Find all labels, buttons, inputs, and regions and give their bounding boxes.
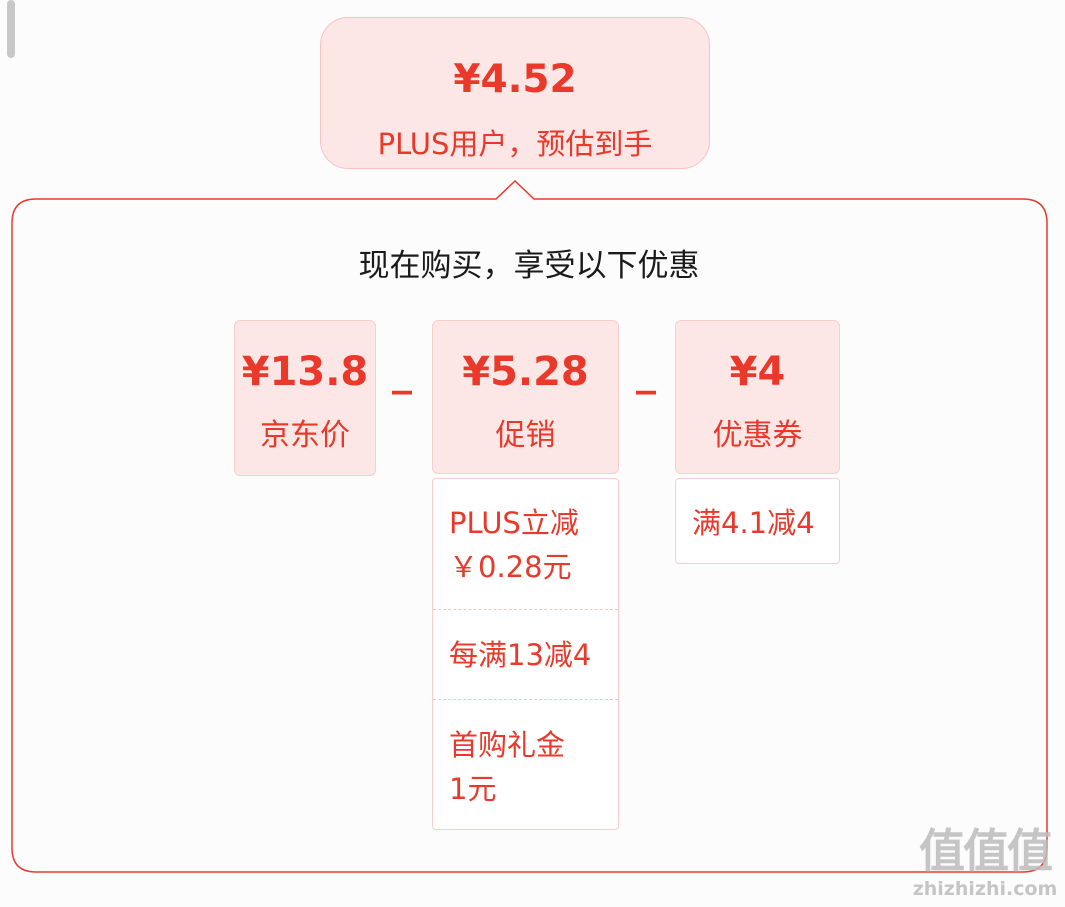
coupon-amount: ¥4 [729, 349, 786, 395]
coupon-label: 优惠券 [712, 418, 803, 453]
promotion-detail-threshold: 每满13减4 [433, 633, 618, 677]
promotion-detail-first-purchase-line2: 1元 [449, 772, 497, 806]
estimated-price-bubble: ¥4.52 PLUS用户，预估到手 [320, 17, 710, 169]
scrollbar[interactable] [7, 0, 15, 58]
promotion-detail-plus: PLUS立减 ￥0.28元 [433, 501, 618, 589]
estimated-price-caption: PLUS用户，预估到手 [377, 127, 653, 161]
estimated-price: ¥4.52 [453, 57, 577, 102]
promotion-detail-first-purchase-line1: 首购礼金 [449, 728, 566, 762]
promotion-label: 促销 [495, 418, 556, 453]
detail-divider [433, 699, 618, 700]
minus-sign-2: _ [636, 349, 656, 395]
price-card-jd-price: ¥13.8 京东价 [234, 320, 376, 476]
detail-divider [433, 609, 618, 610]
minus-sign-1: _ [392, 349, 412, 395]
site-watermark: 值值值 zhizhizhi.com [912, 826, 1058, 902]
jd-price-amount: ¥13.8 [241, 349, 369, 395]
discount-panel-title: 现在购买，享受以下优惠 [358, 248, 700, 284]
price-card-promotion: ¥5.28 促销 [432, 320, 619, 474]
promotion-detail-threshold-line1: 每满13减4 [449, 638, 592, 672]
coupon-detail-line1: 满4.1减4 [692, 506, 815, 540]
coupon-detail-item: 满4.1减4 [676, 501, 839, 545]
coupon-detail-list: 满4.1减4 [675, 478, 840, 564]
price-card-coupon: ¥4 优惠券 [675, 320, 840, 474]
promotion-detail-list: PLUS立减 ￥0.28元 每满13减4 首购礼金 1元 [432, 478, 619, 830]
promotion-amount: ¥5.28 [462, 349, 589, 395]
jd-price-label: 京东价 [260, 418, 350, 453]
watermark-url: zhizhizhi.com [912, 878, 1058, 900]
promotion-detail-plus-line1: PLUS立减 [449, 506, 579, 540]
promotion-detail-first-purchase: 首购礼金 1元 [433, 723, 618, 811]
watermark-logo: 值值值 [919, 824, 1053, 878]
promotion-detail-plus-line2: ￥0.28元 [449, 550, 572, 584]
